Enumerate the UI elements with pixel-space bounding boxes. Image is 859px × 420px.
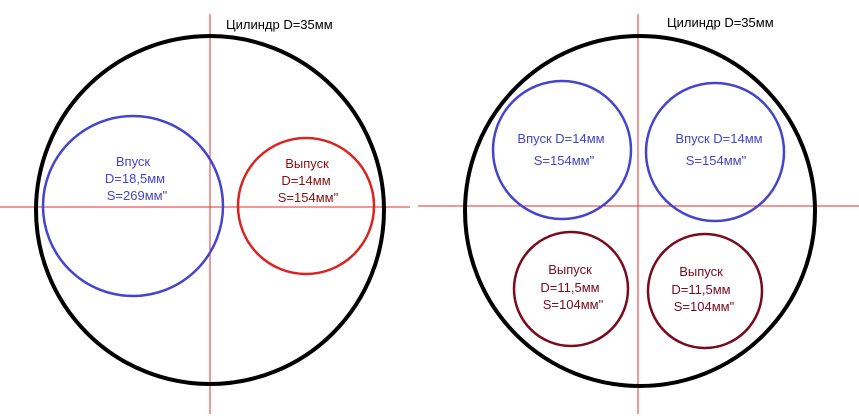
- right-cylinder-circle: [463, 34, 817, 388]
- right-exhaust-right-diameter: D=11,5мм: [671, 282, 730, 297]
- right-intake-right-area: S=154мм": [686, 153, 747, 168]
- right-exhaust-left-name: Выпуск: [548, 262, 592, 277]
- right-cylinder-title: Цилиндр D=35мм: [667, 15, 774, 30]
- left-intake-diameter: D=18,5мм: [105, 171, 165, 186]
- right-intake-left-circle: [491, 79, 633, 221]
- left-intake-area: S=269мм": [107, 188, 168, 203]
- right-intake-left-area: S=154мм": [534, 153, 595, 168]
- left-exhaust-area: S=154мм": [278, 190, 339, 205]
- right-intake-right-name: Впуск D=14мм: [675, 131, 762, 146]
- left-cylinder-circle: [34, 34, 386, 386]
- left-exhaust-circle: [236, 136, 376, 276]
- right-diagram: Цилиндр D=35мм Впуск D=14мм S=154мм" Впу…: [418, 14, 859, 414]
- right-exhaust-left-circle: [512, 230, 630, 348]
- right-exhaust-right-name: Выпуск: [679, 264, 723, 279]
- left-exhaust-name: Выпуск: [285, 156, 329, 171]
- right-exhaust-right-circle: [646, 232, 764, 350]
- left-diagram: Цилиндр D=35мм Впуск D=18,5мм S=269мм" В…: [0, 14, 410, 414]
- right-exhaust-right-area: S=104мм": [674, 299, 735, 314]
- left-exhaust-diameter: D=14мм: [281, 173, 330, 188]
- right-intake-right-circle: [644, 81, 786, 223]
- right-exhaust-left-diameter: D=11,5мм: [540, 280, 599, 295]
- right-intake-left-name: Впуск D=14мм: [517, 131, 604, 146]
- left-intake-circle: [41, 114, 225, 298]
- right-exhaust-left-area: S=104мм": [543, 297, 604, 312]
- left-intake-name: Впуск: [116, 154, 151, 169]
- left-cylinder-title: Цилиндр D=35мм: [226, 17, 333, 32]
